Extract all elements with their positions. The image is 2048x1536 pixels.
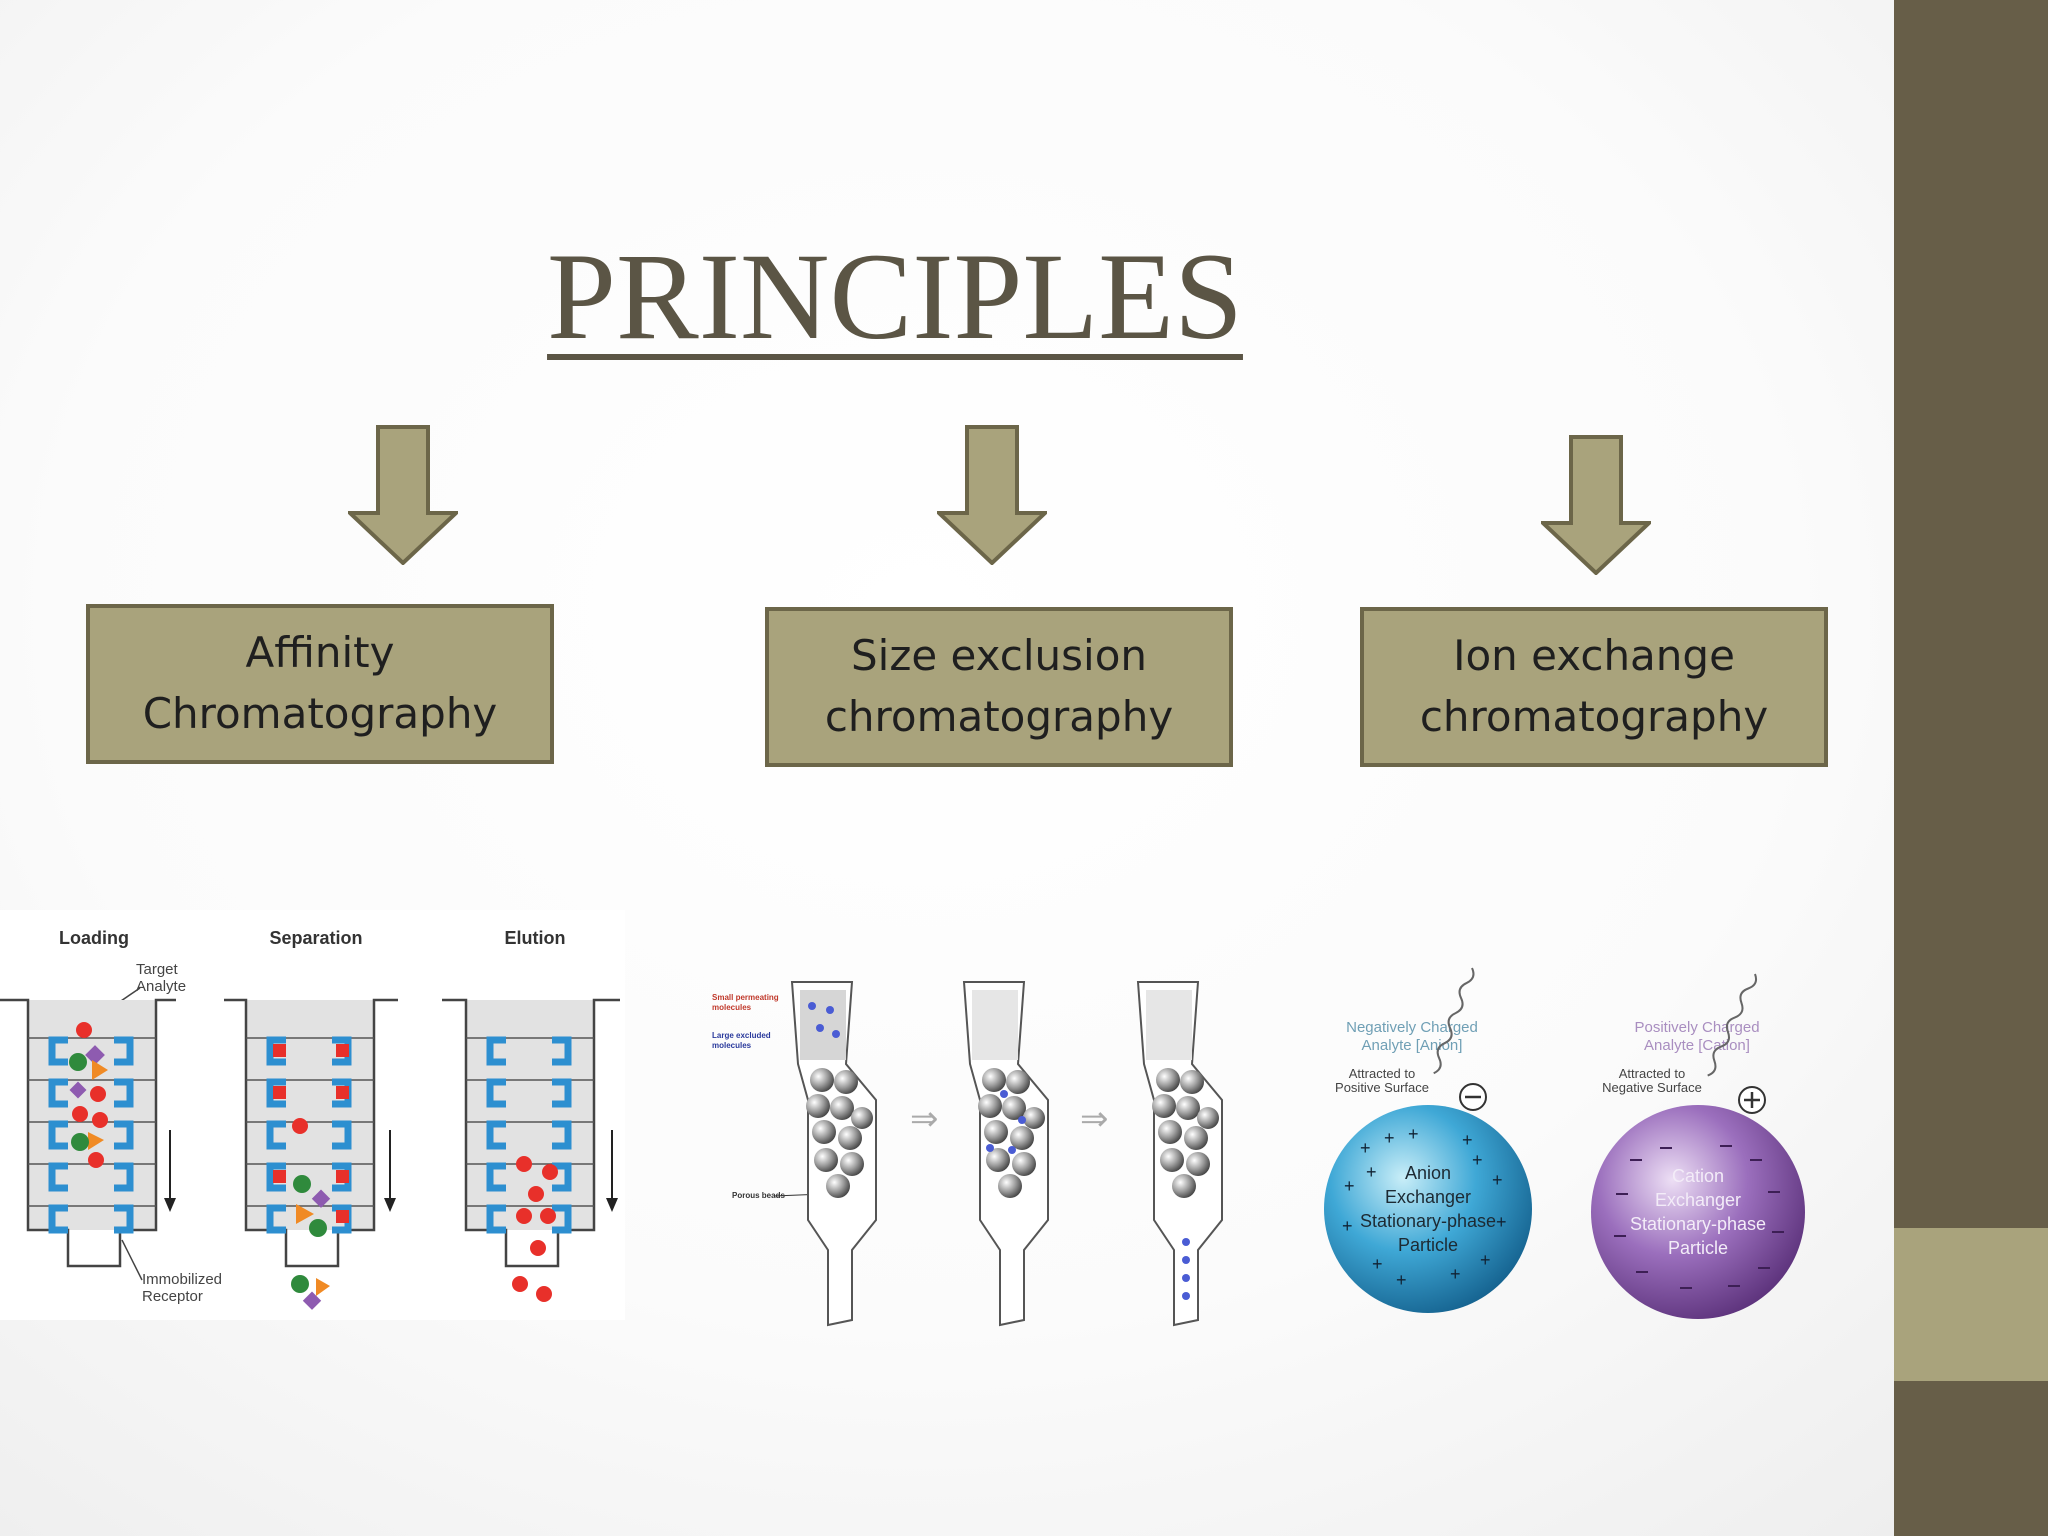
box-size-exclusion-line2: chromatography <box>824 692 1174 741</box>
box-affinity-chromatography: Affinity Chromatography <box>86 604 554 764</box>
size-exclusion-diagram: Small permeating molecules Large exclude… <box>700 960 1260 1330</box>
target-analyte-label-line2: Analyte <box>136 978 186 995</box>
anion-attracted-line1: Attracted to <box>1349 1066 1415 1081</box>
sec-column-1 <box>790 981 877 1327</box>
arrow-down-icon-ion-exchange <box>1541 435 1651 575</box>
svg-text:+: + <box>1344 1176 1355 1196</box>
anion-sphere-line1: Anion <box>1405 1163 1451 1183</box>
svg-text:+: + <box>1396 1270 1407 1290</box>
large-excluded-label-line2: molecules <box>712 1041 752 1050</box>
cation-exchanger-sphere <box>1591 1105 1805 1319</box>
flow-arrow-icon-1: ⇒ <box>910 1100 939 1138</box>
box-affinity-line2: Chromatography <box>142 689 498 738</box>
svg-text:+: + <box>1408 1124 1419 1144</box>
affinity-diagram: Loading Separation Elution Target Analyt… <box>0 910 625 1320</box>
arrow-down-icon-size-exclusion <box>937 425 1047 565</box>
svg-text:+: + <box>1360 1138 1371 1158</box>
svg-text:+: + <box>1462 1130 1473 1150</box>
affinity-column-separation <box>224 998 398 1310</box>
affinity-column-loading <box>0 998 176 1268</box>
anion-exchanger-sphere <box>1324 1105 1532 1313</box>
cation-attracted-line1: Attracted to <box>1619 1066 1685 1081</box>
box-size-exclusion-chromatography: Size exclusion chromatography <box>765 607 1233 767</box>
box-ion-exchange-line2: chromatography <box>1419 692 1769 741</box>
anion-sphere-line4: Particle <box>1398 1235 1458 1255</box>
anion-sphere-line3: Stationary-phase <box>1360 1211 1496 1231</box>
sec-column-3 <box>1136 981 1223 1327</box>
cation-sphere-line4: Particle <box>1668 1238 1728 1258</box>
box-affinity-line1: Affinity <box>245 628 395 678</box>
svg-text:+: + <box>1384 1128 1395 1148</box>
box-size-exclusion-line1: Size exclusion <box>850 631 1148 681</box>
cation-heading-line1: Positively Charged <box>1634 1019 1759 1036</box>
anion-sphere-line2: Exchanger <box>1385 1187 1471 1207</box>
small-permeating-label-line2: molecules <box>712 1003 752 1012</box>
svg-text:+: + <box>1372 1254 1383 1274</box>
svg-text:+: + <box>1472 1150 1483 1170</box>
flow-arrow-icon-2: ⇒ <box>1080 1100 1109 1138</box>
stage-label-loading: Loading <box>59 928 129 948</box>
anion-attracted-line2: Positive Surface <box>1335 1080 1429 1095</box>
ion-exchange-diagram: Negatively Charged Analyte [Anion] Attra… <box>1300 960 1840 1330</box>
box-ion-exchange-line1: Ion exchange <box>1453 631 1735 681</box>
cation-sphere-line1: Cation <box>1672 1166 1724 1186</box>
stage-label-elution: Elution <box>505 928 566 948</box>
small-permeating-label-line1: Small permeating <box>712 993 779 1002</box>
svg-text:+: + <box>1496 1212 1507 1232</box>
target-analyte-label-line1: Target <box>136 961 179 978</box>
sidebar-accent-band <box>1894 1228 2048 1381</box>
large-excluded-label-line1: Large excluded <box>712 1031 771 1040</box>
immobilized-receptor-label-line2: Receptor <box>142 1288 203 1305</box>
svg-text:+: + <box>1366 1162 1377 1182</box>
sec-column-2 <box>962 981 1049 1327</box>
arrow-down-icon-affinity <box>348 425 458 565</box>
cation-sphere-line2: Exchanger <box>1655 1190 1741 1210</box>
porous-beads-label: Porous beads <box>732 1191 785 1200</box>
anion-heading-line2: Analyte [Anion] <box>1362 1037 1463 1054</box>
immobilized-receptor-label-line1: Immobilized <box>142 1271 222 1288</box>
svg-text:+: + <box>1342 1216 1353 1236</box>
svg-text:+: + <box>1480 1250 1491 1270</box>
svg-text:+: + <box>1492 1170 1503 1190</box>
affinity-column-elution <box>442 998 620 1302</box>
cation-attracted-line2: Negative Surface <box>1602 1080 1702 1095</box>
slide-title: PRINCIPLES <box>547 228 1243 365</box>
box-ion-exchange-chromatography: Ion exchange chromatography <box>1360 607 1828 767</box>
cation-sphere-line3: Stationary-phase <box>1630 1214 1766 1234</box>
anion-heading-line1: Negatively Charged <box>1346 1019 1478 1036</box>
svg-text:+: + <box>1450 1264 1461 1284</box>
cation-heading-line2: Analyte [Cation] <box>1644 1037 1750 1054</box>
stage-label-separation: Separation <box>269 928 362 948</box>
